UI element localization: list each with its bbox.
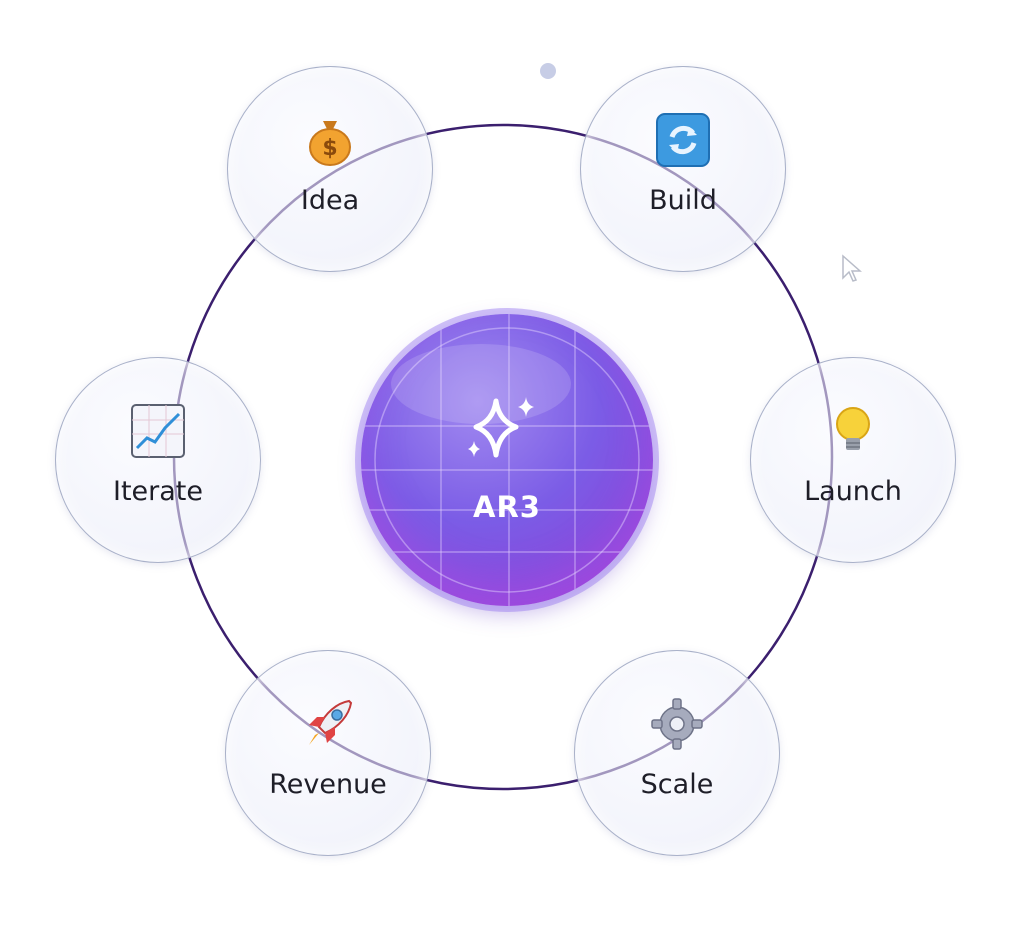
center-orb: AR3 bbox=[361, 314, 653, 606]
lightbulb-icon bbox=[836, 407, 870, 450]
svg-text:$: $ bbox=[322, 136, 337, 161]
node-idea[interactable]: $ Idea bbox=[227, 66, 433, 272]
node-label: Idea bbox=[300, 185, 360, 216]
node-build[interactable]: Build bbox=[580, 66, 786, 272]
node-label: Revenue bbox=[269, 769, 387, 800]
node-label: Launch bbox=[804, 476, 902, 507]
refresh-icon bbox=[656, 113, 710, 167]
node-launch[interactable]: Launch bbox=[750, 357, 956, 563]
node-label: Scale bbox=[640, 769, 714, 800]
node-scale[interactable]: Scale bbox=[574, 650, 780, 856]
node-iterate[interactable]: Iterate bbox=[55, 357, 261, 563]
sparkle-icon bbox=[468, 397, 534, 458]
center-label: AR3 bbox=[473, 490, 541, 524]
chart-icon bbox=[131, 404, 185, 458]
node-revenue[interactable]: Revenue bbox=[225, 650, 431, 856]
gear-icon bbox=[651, 698, 703, 750]
mouse-cursor-icon bbox=[842, 254, 862, 282]
money-bag-icon: $ bbox=[309, 121, 351, 166]
node-label: Iterate bbox=[112, 476, 203, 507]
rocket-icon bbox=[309, 699, 353, 745]
node-label: Build bbox=[649, 185, 717, 216]
decorative-dot bbox=[540, 63, 556, 79]
